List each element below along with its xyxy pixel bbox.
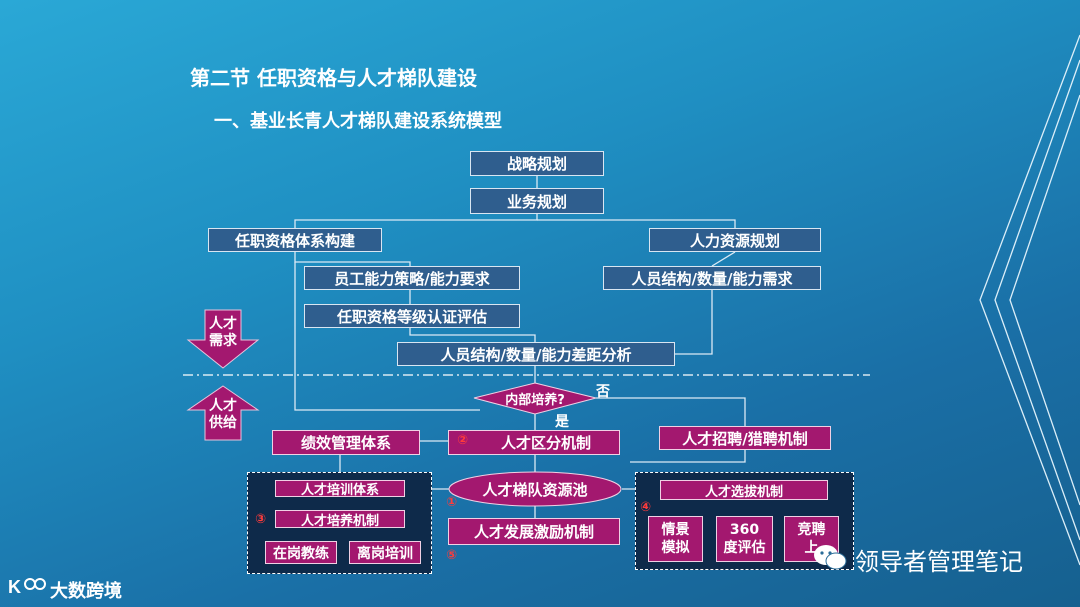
step-number-3: ③ [255, 512, 267, 527]
no-label: 否 [596, 384, 610, 400]
watermark-left: 大数跨境 [50, 581, 122, 602]
business-planning-box: 业务规划 [470, 188, 604, 214]
talent-pool-ellipse: 人才梯队资源池 [482, 480, 588, 499]
competency-strategy-box: 员工能力策略/能力要求 [304, 266, 520, 290]
hr-planning-box: 人力资源规划 [649, 228, 821, 252]
yes-label: 是 [555, 414, 569, 430]
internal-cultivation-decision: 内部培养? [505, 392, 565, 408]
qualification-system-box: 任职资格体系构建 [208, 228, 382, 252]
qualification-grading-box: 任职资格等级认证评估 [304, 304, 520, 328]
cultivation-mechanism-box: 人才培养机制 [275, 510, 405, 529]
performance-management-box: 绩效管理体系 [272, 430, 420, 455]
on-job-coaching-box: 在岗教练 [265, 541, 337, 564]
watermark-right: 领导者管理笔记 [855, 548, 1023, 576]
brand-logo-icon: K [8, 575, 46, 599]
step-number-2: ② [457, 433, 469, 448]
talent-supply-label: 人才供给 [209, 398, 237, 431]
svg-text:K: K [8, 577, 21, 597]
strategy-planning-box: 战略规划 [470, 151, 604, 176]
talent-demand-label: 人才需求 [209, 316, 237, 349]
recruitment-box: 人才招聘/猎聘机制 [659, 426, 831, 450]
scenario-simulation-box: 情景模拟 [648, 516, 703, 562]
staff-structure-need-box: 人员结构/数量/能力需求 [603, 266, 821, 290]
development-incentive-box: 人才发展激励机制 [448, 518, 620, 545]
step-number-1: ① [446, 495, 458, 510]
talent-classification-box: 人才区分机制 [448, 430, 620, 455]
training-system-box: 人才培训体系 [275, 480, 405, 498]
wechat-icon [812, 543, 848, 571]
gap-analysis-box: 人员结构/数量/能力差距分析 [397, 342, 675, 366]
page-subtitle: 一、基业长青人才梯队建设系统模型 [214, 111, 502, 132]
off-job-training-box: 离岗培训 [349, 541, 421, 564]
step-number-4: ④ [640, 500, 652, 515]
selection-mechanism-box: 人才选拔机制 [660, 480, 828, 500]
page-title: 第二节 任职资格与人才梯队建设 [190, 66, 477, 90]
competitive-box: 竞聘上 [784, 516, 839, 562]
eval-360-box: 360度评估 [716, 516, 773, 562]
step-number-5: ⑤ [446, 548, 458, 563]
